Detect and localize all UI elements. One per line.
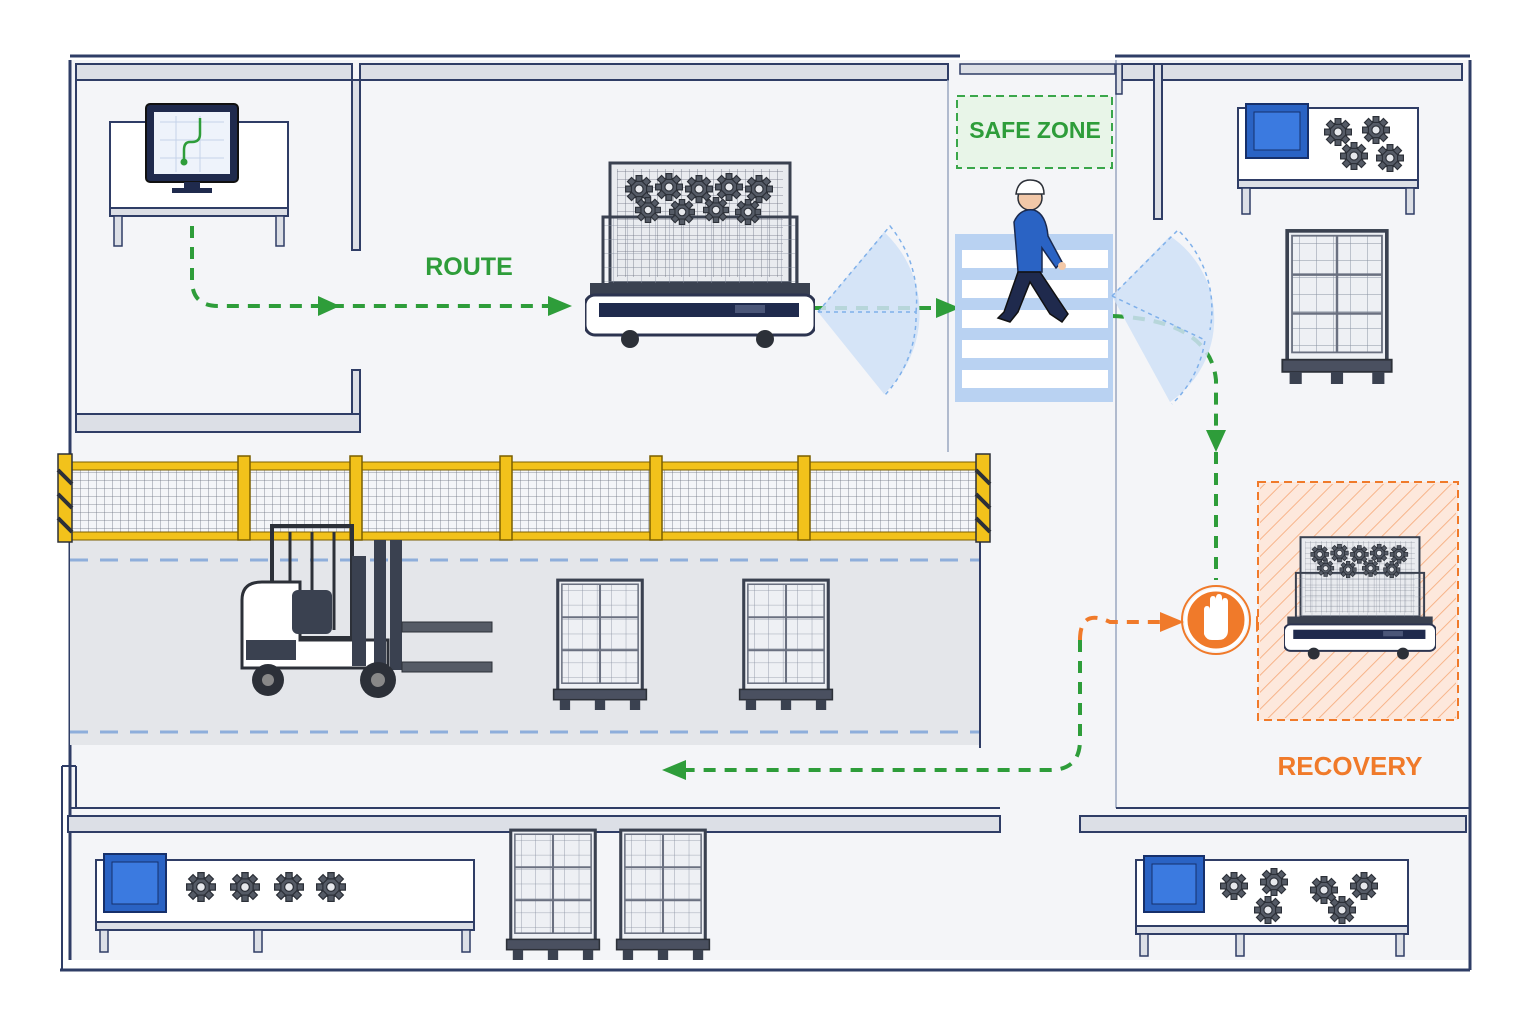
right-room-walls bbox=[1115, 63, 1463, 220]
pallet-cage-icon bbox=[504, 828, 602, 960]
gear-icon bbox=[1328, 896, 1356, 924]
parts-bin-icon bbox=[1245, 103, 1309, 159]
workbench-bottom-left bbox=[95, 853, 475, 953]
gear-icon bbox=[1376, 144, 1404, 172]
pallet-cage-icon bbox=[738, 578, 834, 710]
pallet-cage-icon bbox=[552, 578, 648, 710]
safety-fence bbox=[56, 453, 992, 543]
pallet-cage-icon bbox=[1282, 231, 1391, 384]
workbench-top-right bbox=[1237, 103, 1419, 215]
gear-icon bbox=[1324, 118, 1352, 146]
forklift-icon bbox=[240, 524, 493, 698]
agv-robot-recovery bbox=[1284, 537, 1436, 659]
forklift-lane bbox=[70, 540, 981, 748]
workbench-bottom-right bbox=[1135, 855, 1409, 957]
safe-zone: SAFE ZONE bbox=[956, 95, 1113, 169]
gear-icon bbox=[1340, 142, 1368, 170]
worker-icon bbox=[996, 179, 1069, 324]
stop-hand-icon bbox=[1181, 585, 1251, 655]
sensor-field-agv bbox=[817, 224, 920, 397]
parts-bin-icon bbox=[1143, 855, 1205, 913]
monitor-icon bbox=[145, 103, 239, 193]
gear-icon bbox=[1362, 116, 1390, 144]
gear-icon bbox=[186, 872, 216, 902]
parts-bin-icon bbox=[103, 853, 167, 913]
gear-icon bbox=[1254, 896, 1282, 924]
route-label: ROUTE bbox=[425, 253, 513, 281]
control-desk bbox=[109, 103, 289, 247]
recovery-label: RECOVERY bbox=[1278, 751, 1423, 781]
control-room-walls bbox=[75, 63, 1116, 433]
gear-icon bbox=[1260, 868, 1288, 896]
gear-icon bbox=[1220, 872, 1248, 900]
agv-robot bbox=[585, 163, 815, 348]
gear-icon bbox=[230, 872, 260, 902]
gear-icon bbox=[316, 872, 346, 902]
pallet-cage-icon bbox=[614, 828, 712, 960]
sensor-field-right bbox=[1111, 228, 1215, 405]
recovery-zone bbox=[1257, 481, 1459, 721]
gear-icon bbox=[274, 872, 304, 902]
bottom-walls bbox=[61, 765, 1470, 970]
gear-icon bbox=[1350, 872, 1378, 900]
safe-zone-label: SAFE ZONE bbox=[969, 117, 1101, 143]
